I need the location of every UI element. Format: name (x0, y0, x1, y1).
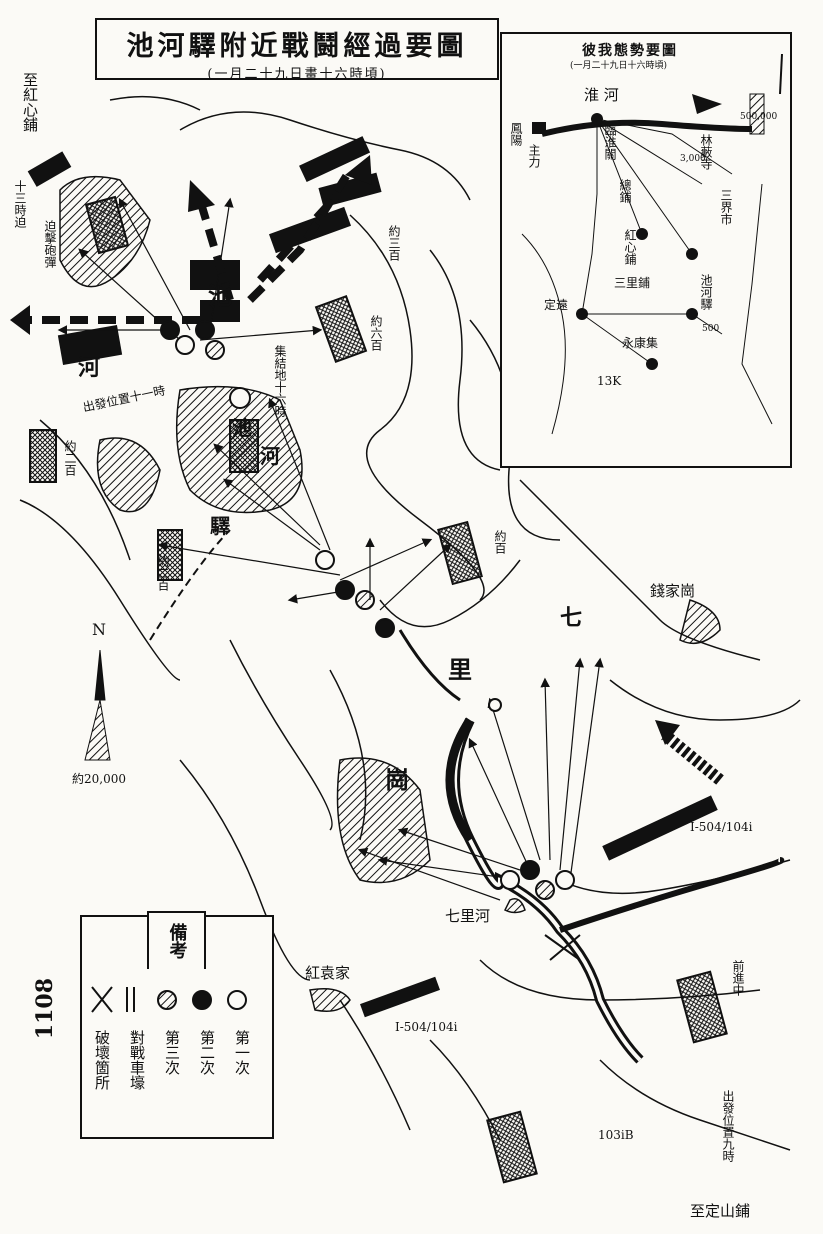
label-yi: 驛 (210, 514, 230, 538)
breach-marks (544, 934, 581, 961)
inset-title: 彼我態勢要圖 (582, 43, 678, 59)
page-number: 1108 (32, 978, 58, 1040)
inset-sanli: 三里鋪 (614, 276, 651, 290)
inset-situation-map: 彼我態勢要圖 (一月二十九日十六時頃) 淮 河 鳳陽 臨淮關 總 (500, 32, 792, 468)
label-assembly: 集結地十六時 (273, 345, 287, 417)
inset-hongxin: 紅心鋪 (623, 229, 637, 265)
label-he-2: 河 (260, 444, 280, 468)
legend-item-second: 第二次 (198, 1030, 216, 1075)
label-dist-100: 約百 (493, 530, 507, 554)
inset-drawing (521, 53, 783, 435)
legend-item-third: 第三次 (163, 1030, 181, 1075)
label-hong-yuan-jia: 紅袁家 (305, 964, 351, 982)
nw-advance-arrow (661, 730, 724, 785)
label-qian-jia-gang: 錢家崗 (650, 582, 696, 600)
label-advance: 前進中 (731, 960, 745, 996)
legend-title: 備考 (147, 911, 206, 969)
legend: 備考 第一次 第二次 第三次 對戰車壕 破壞箇所 (80, 911, 274, 1139)
unit-bars (27, 136, 718, 1018)
north-arrow: N (84, 620, 111, 761)
label-gang: 崗 (385, 765, 409, 794)
label-unit-104b: I-504/104i (395, 1020, 458, 1034)
river (398, 629, 785, 1064)
legend-symbols (91, 986, 247, 1013)
inset-lingui: 臨淮關 (603, 124, 617, 160)
map-subtitle: (一月二十九日畫十六時頃) (207, 67, 387, 82)
label-qi: 七 (560, 605, 583, 631)
label-depart2: 出發位置九時 (721, 1090, 735, 1162)
label-dist-300: 約三百 (387, 225, 401, 261)
inset-subtitle: (一月二十九日十六時頃) (570, 61, 668, 71)
label-dist-600: 約六百 (369, 315, 383, 351)
legend-item-first: 第一次 (233, 1030, 251, 1075)
label-to-hongxinpu: 至紅心鋪 (21, 72, 39, 132)
legend-body: 第一次 第二次 第三次 對戰車壕 破壞箇所 (82, 972, 272, 1137)
svg-text:N: N (92, 620, 106, 639)
legend-item-demolition: 破壞箇所 (93, 1030, 111, 1090)
inset-yongkang: 永康集 (622, 336, 659, 350)
road (149, 529, 231, 641)
label-unit-103: 103iB (598, 1128, 634, 1142)
inset-main-force: 主力 (527, 144, 541, 168)
label-dist-200-a: 約二百 (63, 440, 77, 476)
label-dist-200-b: 約二百 (156, 555, 170, 591)
inset-dingyuan: 定遠 (544, 298, 569, 312)
inset-river: 淮 河 (584, 86, 619, 104)
inset-fengyang: 鳳陽 (509, 122, 523, 146)
inset-linshui: 林藪寺 (699, 134, 713, 170)
inset-chihe: 池河驛 (699, 274, 713, 310)
label-tank: 十三時迫 (13, 180, 27, 228)
inset-d3000: 3,000 (680, 154, 706, 164)
inset-scale: 500,000 (740, 112, 778, 122)
scale-label: 約20,000 (72, 772, 126, 786)
unit-markers (160, 320, 575, 900)
main-advance-arrow (445, 717, 474, 843)
label-unit-104a: I-504/104i (690, 820, 753, 834)
label-to-dingshanpu: 至定山鋪 (690, 1202, 751, 1220)
map-title: 池河驛附近戰鬪經過要圖 (126, 31, 468, 62)
label-chi-2: 池 (232, 416, 252, 440)
map-title-box: 池河驛附近戰鬪經過要圖 (一月二十九日畫十六時頃) (95, 18, 499, 82)
label-chi-1: 池 (208, 281, 232, 310)
position-boxes (29, 195, 728, 1184)
inset-d13k: 13K (597, 374, 622, 388)
inset-zonggu: 總鋪 (618, 179, 632, 203)
inset-d500: 500 (702, 324, 720, 334)
label-qili-he: 七里河 (445, 907, 491, 925)
inset-ssimin: 三界市 (719, 189, 733, 225)
label-he-1: 河 (78, 355, 101, 381)
label-artillery: 迫擊砲彈 (43, 220, 57, 268)
legend-item-anti-tank-ditch: 對戰車壕 (128, 1030, 146, 1090)
label-li: 里 (448, 655, 472, 684)
